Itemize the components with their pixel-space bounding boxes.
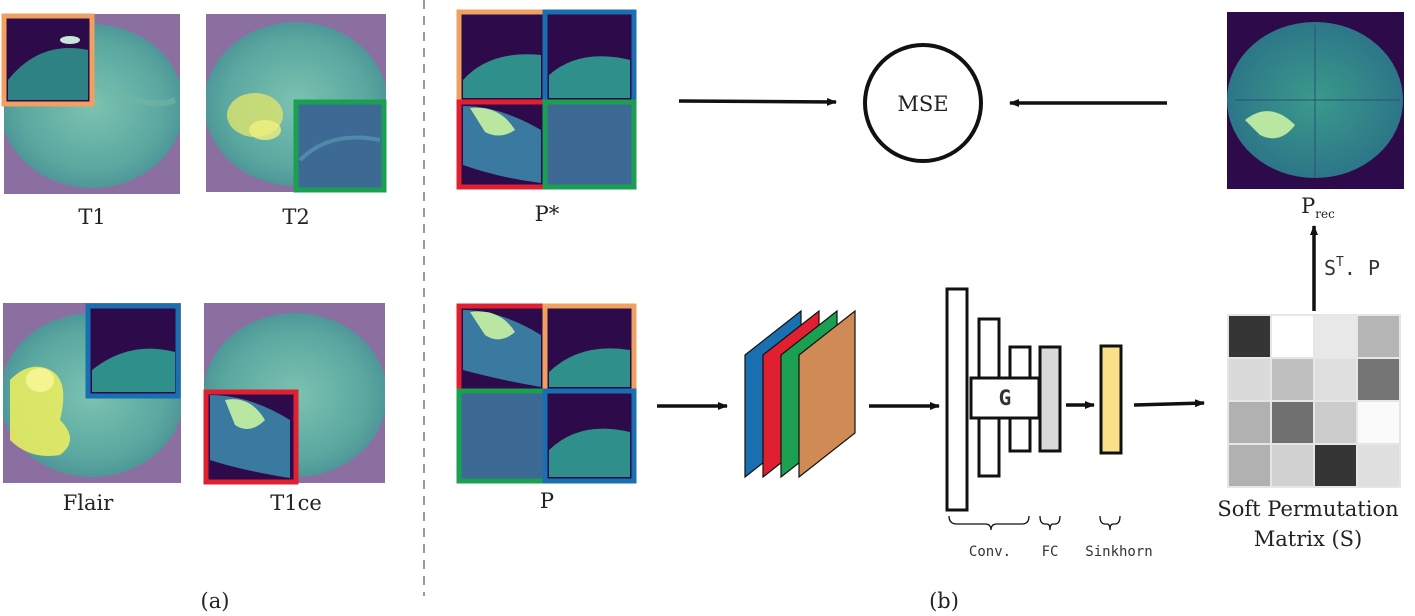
matrix-caption-line1: Soft Permutation (1217, 497, 1398, 521)
network-g: G (945, 287, 1062, 512)
matrix-cell-r0-c1 (1270, 314, 1315, 359)
label-t2: T2 (282, 205, 309, 229)
matrix-cell-r0-c3 (1356, 314, 1401, 359)
target-patch-grid (456, 9, 637, 190)
label-t1: T1 (78, 205, 105, 229)
matrix-cell-r2-c1 (1270, 400, 1315, 445)
matrix-cell-r2-c0 (1227, 400, 1272, 445)
arrow-target-to-mse (678, 97, 837, 106)
matrix-cell-r3-c0 (1227, 443, 1272, 488)
panel-a: T1 T2 Flair T1ce (a) (1, 13, 387, 613)
matrix-cell-r2-c3 (1356, 400, 1401, 445)
label-target: P* (535, 202, 560, 226)
matrix-cell-r1-c2 (1313, 357, 1358, 402)
arrow-sinkhorn-to-matrix (1133, 399, 1205, 408)
matrix-cell-r3-c2 (1313, 443, 1358, 488)
label-sinkhorn: Sinkhorn (1085, 544, 1152, 560)
channel-stack (744, 309, 856, 479)
label-mse: MSE (897, 92, 948, 116)
matrix-cell-r1-c1 (1270, 357, 1315, 402)
label-conv: Conv. (969, 544, 1011, 560)
t2-patch-green (293, 99, 387, 193)
panel-b: P* P MSE Prec ST. P (456, 9, 1404, 613)
matrix-cell-r3-c1 (1270, 443, 1315, 488)
stage-braces (948, 515, 1121, 531)
matrix-cell-r1-c0 (1227, 357, 1272, 402)
reconstructed-image (1227, 12, 1404, 189)
matrix-cell-r1-c3 (1356, 357, 1401, 402)
mse-node (863, 43, 983, 163)
input-patch-grid (456, 303, 637, 484)
label-g: G (999, 386, 1012, 410)
label-flair: Flair (63, 491, 115, 515)
caption-b: (b) (929, 589, 959, 613)
label-input: P (540, 489, 554, 513)
label-t1ce: T1ce (270, 491, 322, 515)
g-box (969, 376, 1041, 420)
matrix-caption-line2: Matrix (S) (1254, 527, 1363, 551)
caption-a: (a) (201, 589, 230, 613)
label-transform: ST. P (1324, 255, 1380, 280)
matrix-cell-r0-c0 (1227, 314, 1272, 359)
label-fc: FC (1042, 544, 1059, 560)
label-reconstructed: Prec (1301, 194, 1335, 221)
matrix-cell-r0-c2 (1313, 314, 1358, 359)
matrix-cell-r3-c3 (1356, 443, 1401, 488)
soft-permutation-matrix (1227, 314, 1401, 488)
sinkhorn-layer (1099, 344, 1123, 455)
matrix-cell-r2-c2 (1313, 400, 1358, 445)
